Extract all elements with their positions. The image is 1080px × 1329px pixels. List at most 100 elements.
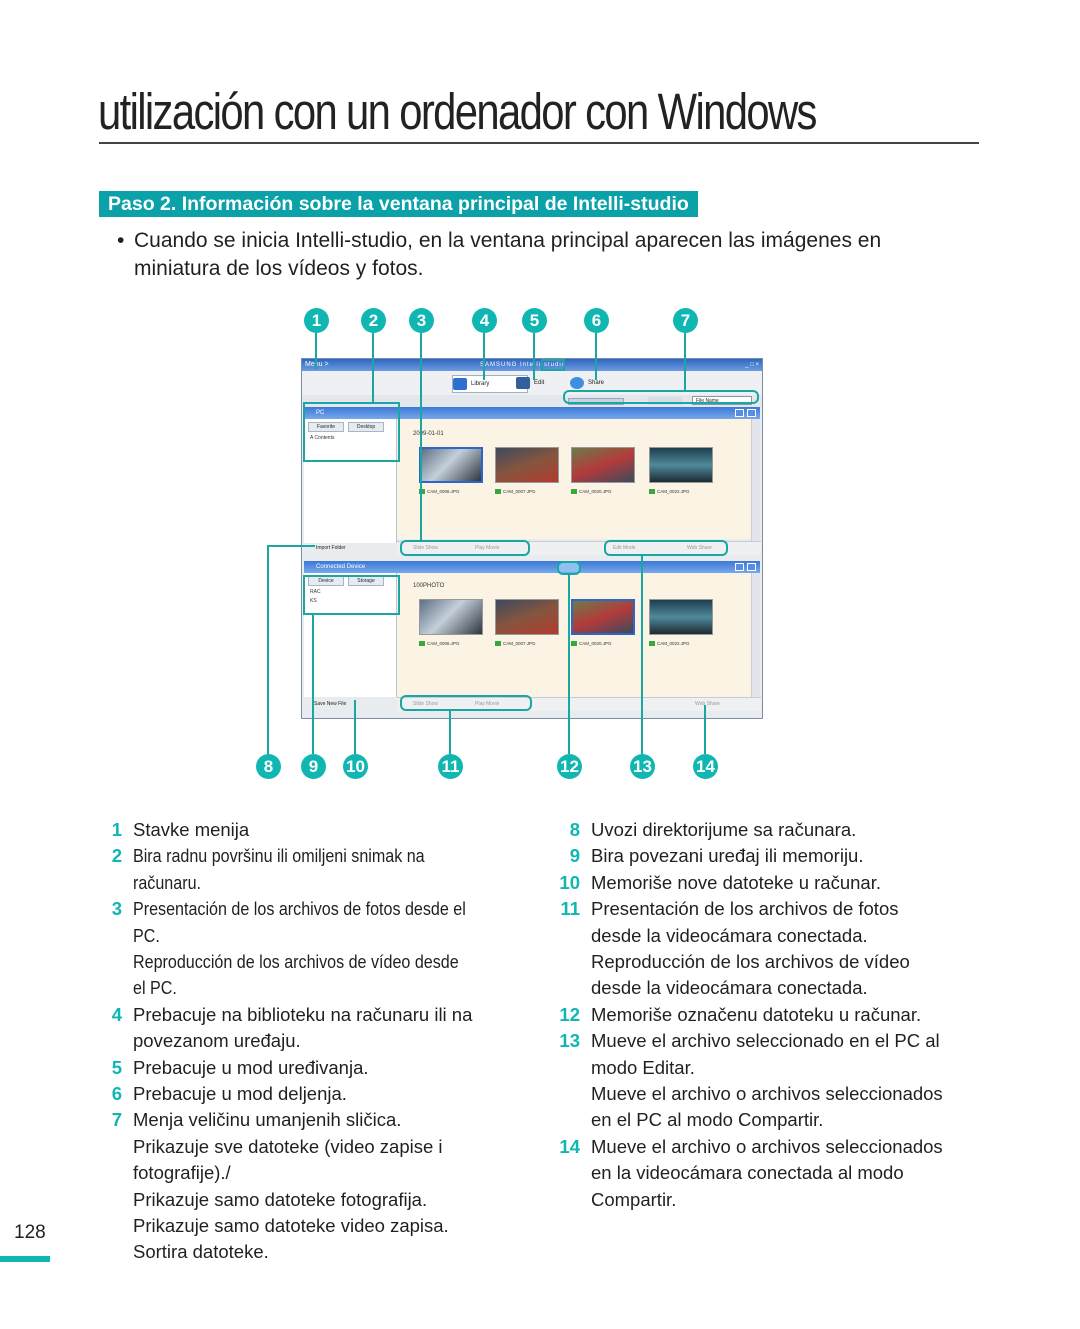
pc-action-bar: Slide Show Play Movie Edit Mode Web Shar… — [397, 541, 761, 555]
callout-7: 7 — [673, 308, 698, 333]
pc-panel-title: PC — [316, 410, 325, 416]
device-thumbnail-4[interactable] — [649, 599, 713, 635]
device-thumb-label-4: CAM_0022.JPG — [649, 641, 690, 647]
tab-share-label: Share — [588, 380, 605, 386]
tree-item-contents[interactable]: A Contents — [310, 435, 335, 441]
device-play-movie-button[interactable]: Play Movie — [475, 701, 500, 707]
minimize-panel-button[interactable] — [735, 563, 744, 571]
device-folder-name: 100PHOTO — [413, 583, 445, 589]
pc-thumb-label-2: CAM_0007.JPG — [495, 489, 536, 495]
video-icon — [495, 489, 501, 495]
video-icon — [649, 641, 655, 647]
legend-right: 8 Uvozi direktorijume sa računara. 9 Bir… — [559, 819, 943, 1210]
highlight-pc-tree-tabs — [303, 402, 400, 462]
callout-3: 3 — [409, 308, 434, 333]
page-title: utilización con un ordenador con Windows — [98, 83, 817, 140]
highlight-device-tree-tabs — [303, 575, 400, 615]
pc-thumbnail-grid: 2009-01-01 CAM_0006.JPG CAM_0007.JPG CAM… — [397, 419, 751, 539]
pc-thumbnail-4[interactable] — [649, 447, 713, 483]
pc-slide-show-button[interactable]: Slide Show — [413, 545, 439, 551]
sort-dropdown[interactable]: File Name — [692, 396, 752, 405]
pc-thumb-label-3: CAM_0020.JPG — [571, 489, 612, 495]
tab-favorite[interactable]: Favorite — [308, 422, 344, 432]
callout-6: 6 — [584, 308, 609, 333]
video-icon — [571, 641, 577, 647]
maximize-panel-button[interactable] — [747, 563, 756, 571]
save-new-file-button[interactable]: Save New File — [314, 701, 347, 707]
pc-thumb-label-4: CAM_0022.JPG — [649, 489, 690, 495]
file-filter-buttons[interactable] — [648, 397, 682, 405]
window-controls[interactable]: _ □ × — [745, 362, 759, 368]
device-thumbnail-3[interactable] — [571, 599, 635, 635]
device-action-bar: Slide Show Play Movie Web Share — [397, 697, 761, 711]
page-number: 128 — [14, 1222, 46, 1243]
intro-text: Cuando se inicia Intelli-studio, en la v… — [134, 227, 984, 283]
callout-8: 8 — [256, 754, 281, 779]
maximize-panel-button[interactable] — [747, 409, 756, 417]
device-thumbnail-1[interactable] — [419, 599, 483, 635]
highlight-pc-play-buttons — [400, 540, 530, 556]
pc-scrollbar[interactable] — [751, 419, 760, 541]
pc-tree-panel: Favorite Desktop A Contents Import Folder — [304, 419, 397, 551]
library-icon — [453, 378, 467, 390]
callout-13: 13 — [630, 754, 655, 779]
pc-thumbnail-3[interactable] — [571, 447, 635, 483]
highlight-device-play-buttons — [400, 695, 532, 711]
highlight-pc-share-buttons — [604, 540, 728, 556]
page-number-bar — [0, 1256, 50, 1262]
callout-5: 5 — [522, 308, 547, 333]
pc-date-folder: 2009-01-01 — [413, 431, 444, 437]
highlight-brand — [541, 359, 565, 371]
callout-14: 14 — [693, 754, 718, 779]
video-icon — [419, 641, 425, 647]
share-icon — [570, 377, 584, 389]
intro-line-2: miniatura de los vídeos y fotos. — [134, 257, 424, 280]
import-folder-button[interactable]: Import Folder — [316, 545, 346, 551]
save-to-pc-arrow-icon[interactable] — [557, 562, 581, 572]
tab-edit[interactable]: Edit — [516, 375, 574, 391]
tree-item-rac[interactable]: RAC — [310, 589, 321, 595]
video-icon — [571, 489, 577, 495]
device-scrollbar[interactable] — [751, 573, 760, 697]
tab-share[interactable]: Share — [570, 375, 632, 391]
device-slide-show-button[interactable]: Slide Show — [413, 701, 439, 707]
callout-4: 4 — [472, 308, 497, 333]
video-icon — [495, 641, 501, 647]
device-thumbnail-2[interactable] — [495, 599, 559, 635]
tab-edit-label: Edit — [534, 380, 545, 386]
pc-thumbnail-1[interactable] — [419, 447, 483, 483]
bullet-dot: • — [117, 229, 125, 252]
device-thumb-label-3: CAM_0020.JPG — [571, 641, 612, 647]
device-thumbnail-grid: 100PHOTO CAM_0006.JPG CAM_0007.JPG CAM_0… — [397, 573, 751, 697]
device-panel-header: Connected Device — [304, 561, 760, 573]
callout-1: 1 — [304, 308, 329, 333]
edit-icon — [516, 377, 530, 389]
callout-12: 12 — [557, 754, 582, 779]
legend-left: 1 Stavke menija 2 Bira radnu površinu il… — [111, 819, 473, 1263]
pc-thumbnail-2[interactable] — [495, 447, 559, 483]
tab-library-label: Library — [471, 381, 490, 387]
intro-line-1: Cuando se inicia Intelli-studio, en la v… — [134, 229, 882, 252]
thumbnail-toolbar: File Name — [302, 395, 762, 407]
pc-web-share-button[interactable]: Web Share — [687, 545, 712, 551]
intelli-studio-window: Menu > SAMSUNG Intelli-studio _ □ × Libr… — [301, 358, 763, 719]
device-panel-title: Connected Device — [316, 564, 366, 570]
callout-10: 10 — [343, 754, 368, 779]
callout-11: 11 — [438, 754, 463, 779]
pc-play-movie-button[interactable]: Play Movie — [475, 545, 500, 551]
device-thumb-label-2: CAM_0007.JPG — [495, 641, 536, 647]
device-web-share-button[interactable]: Web Share — [695, 701, 720, 707]
tab-desktop[interactable]: Desktop — [348, 422, 384, 432]
edit-mode-button[interactable]: Edit Mode — [613, 545, 636, 551]
highlight-toolbar — [563, 390, 759, 404]
minimize-panel-button[interactable] — [735, 409, 744, 417]
pc-tree-tabs: Favorite Desktop — [304, 422, 384, 432]
pc-panel-header: PC — [304, 407, 760, 419]
callout-2: 2 — [361, 308, 386, 333]
app-brand: SAMSUNG Intelli-studio — [480, 362, 567, 368]
callout-9: 9 — [301, 754, 326, 779]
tree-item-ks[interactable]: KS — [310, 598, 317, 604]
device-thumb-label-1: CAM_0006.JPG — [419, 641, 460, 647]
